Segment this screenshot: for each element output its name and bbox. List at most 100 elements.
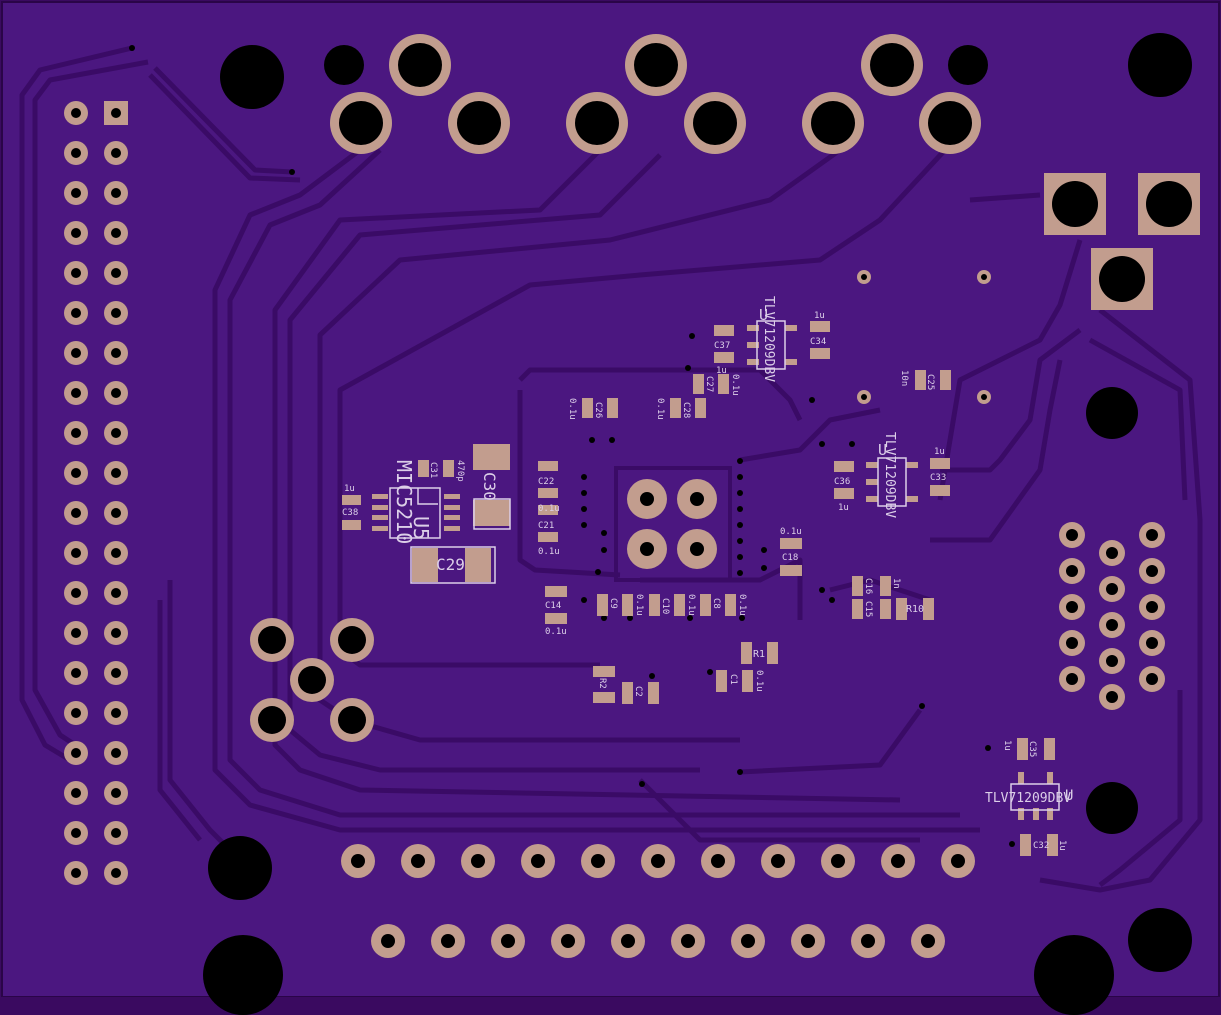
header-pin-hole [111, 628, 121, 638]
c1-ref: C1 [728, 674, 738, 685]
c9-ref: C9 [608, 598, 618, 609]
c36-ref: C36 [834, 477, 850, 487]
c14-value: 0.1u [545, 627, 567, 637]
header-pin-hole [71, 308, 81, 318]
connector-pin-hole [1066, 565, 1078, 577]
bottom-pin-hole [891, 854, 905, 868]
c16-ref: C16 [863, 578, 873, 594]
silkscreen-outlines [389, 320, 1060, 811]
header-pin-hole [71, 228, 81, 238]
u5-ref: U5 [409, 516, 433, 540]
connector-pin-hole [1146, 529, 1158, 541]
header-pin-hole [71, 828, 81, 838]
header-pin-hole [71, 588, 81, 598]
header-pin-hole [111, 588, 121, 598]
connector-pin-hole [1066, 673, 1078, 685]
u-top-ref: U [759, 306, 768, 324]
c10-value: 0.1u [686, 594, 696, 616]
header-pin-hole [71, 348, 81, 358]
bottom-pin-hole [681, 934, 695, 948]
c1-value: 0.1u [754, 670, 764, 692]
bottom-pin-hole [531, 854, 545, 868]
connector-pin-hole [1146, 637, 1158, 649]
header-pin-hole [71, 788, 81, 798]
bottom-pin-hole [861, 934, 875, 948]
header-pin-hole [71, 108, 81, 118]
header-pin-hole [71, 668, 81, 678]
header-pin-hole [111, 228, 121, 238]
header-pin-hole [111, 268, 121, 278]
c18-ref: C18 [782, 553, 798, 563]
c35-ref: C35 [1027, 741, 1037, 757]
header-pin-hole [71, 388, 81, 398]
header-pin-hole [111, 868, 121, 878]
header-pin-hole [71, 268, 81, 278]
bottom-pin-hole [621, 934, 635, 948]
header-pin-hole [111, 388, 121, 398]
connector-pin-hole [1106, 691, 1118, 703]
bottom-pin-hole [741, 934, 755, 948]
r10-ref: R10 [906, 604, 924, 615]
c28-ref: C28 [681, 402, 691, 418]
header-pin-hole [111, 308, 121, 318]
connector-pin-hole [1106, 547, 1118, 559]
bottom-pin-hole [591, 854, 605, 868]
header-pin-hole [111, 348, 121, 358]
c2-ref: C2 [633, 686, 643, 697]
center-pads [614, 466, 732, 582]
header-pin-hole [71, 868, 81, 878]
u-mid-ref: U [878, 441, 887, 459]
header-pin-hole [71, 428, 81, 438]
jack-pads-top [330, 34, 981, 154]
bottom-pin-hole [921, 934, 935, 948]
c25-value: 10n [899, 370, 909, 386]
u5-value: MIC5210 [392, 460, 416, 544]
c33-ref: C33 [930, 473, 946, 483]
connector-pin-hole [1066, 637, 1078, 649]
header-pin-hole [111, 668, 121, 678]
c16-value: 1n [891, 578, 901, 589]
c34-value: 1u [814, 311, 825, 321]
c26-value: 0.1u [567, 398, 577, 420]
header-pin-hole [111, 428, 121, 438]
header-pin-hole [111, 828, 121, 838]
c8-value: 0.1u [737, 594, 747, 616]
connector-pin-hole [1146, 673, 1158, 685]
header-pin-hole [111, 508, 121, 518]
c9-value: 0.1u [634, 594, 644, 616]
c35-value: 1u [1002, 740, 1012, 751]
c22-value: 0.1u [538, 504, 560, 514]
header-pin-hole [111, 788, 121, 798]
right-connector [1059, 522, 1165, 710]
c31-ref: C31 [428, 462, 438, 478]
c29-ref: C29 [436, 555, 465, 574]
c32-ref: C32 [1033, 841, 1049, 851]
c27-ref: C27 [704, 376, 714, 392]
c33-value: 1u [934, 447, 945, 457]
connector-pin-hole [1106, 583, 1118, 595]
bottom-pin-hole [951, 854, 965, 868]
connector-pin-hole [1066, 601, 1078, 613]
c8-ref: C8 [711, 598, 721, 609]
c15-ref: C15 [863, 601, 873, 617]
header-pin-hole [111, 708, 121, 718]
header-pin-hole [71, 748, 81, 758]
c38-value: 1u [344, 484, 355, 494]
bottom-pin-hole [501, 934, 515, 948]
connector-pin-hole [1106, 655, 1118, 667]
r2-ref: R2 [597, 678, 607, 689]
jack-pads-left [250, 618, 374, 742]
c25-ref: C25 [925, 374, 935, 390]
header-pin-hole [111, 748, 121, 758]
u-top-value: TLV71209DBV [761, 296, 776, 382]
c14-ref: C14 [545, 601, 561, 611]
header-pin-hole [71, 188, 81, 198]
c10-ref: C10 [660, 598, 670, 614]
header-pin-hole [71, 508, 81, 518]
header-pin-hole [111, 148, 121, 158]
header-pin-hole [111, 188, 121, 198]
c21-value: 0.1u [538, 547, 560, 557]
header-pin-hole [111, 548, 121, 558]
header-pin-hole [111, 468, 121, 478]
